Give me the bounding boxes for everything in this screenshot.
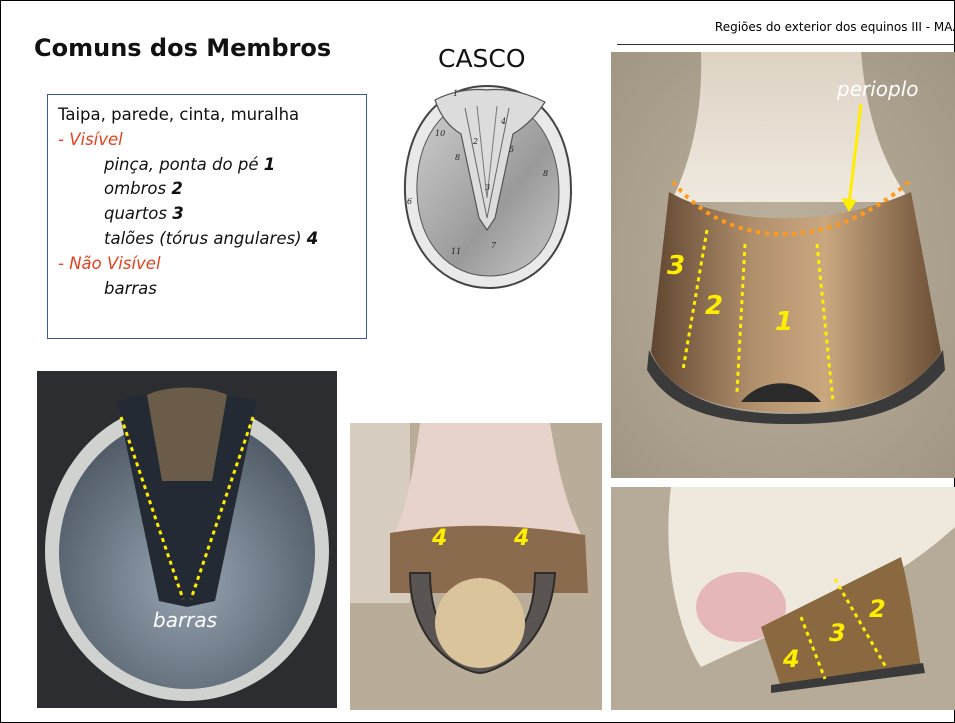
barras-label: barras [153, 608, 217, 632]
item-text: talões (tórus angulares) [104, 228, 307, 248]
item-text: quartos [104, 204, 173, 224]
casco-label: CASCO [438, 44, 526, 73]
diagram-number: 4 [500, 117, 506, 126]
hoof-lateral-photo: 4 3 2 [611, 487, 955, 710]
item-number: 4 [306, 228, 319, 248]
visible-item: talões (tórus angulares) 4 [58, 227, 358, 252]
diagram-number: 10 [435, 129, 445, 138]
diagram-number: 2 [472, 137, 478, 146]
hoof-region-number: 1 [775, 307, 793, 337]
running-title: Regiões do exterior dos equinos III - MA… [714, 20, 955, 34]
hoof-front-photo: perioplo 3 2 1 [611, 52, 955, 478]
page-title: Comuns dos Membros [34, 34, 332, 62]
hoof-sole-photo: barras [37, 371, 337, 708]
diagram-number: 11 [451, 247, 461, 256]
diagram-number: 3 [485, 183, 490, 192]
header-rule [617, 44, 955, 45]
hoof-region-number: 4 [782, 645, 800, 673]
diagram-number: 8 [455, 153, 460, 162]
box-heading: Taipa, parede, cinta, muralha [58, 105, 300, 124]
visible-item: pinça, ponta do pé 1 [58, 153, 358, 178]
hoof-region-number: 2 [705, 291, 723, 321]
hoof-heels-photo: 4 4 [350, 423, 602, 710]
item-number: 2 [171, 179, 183, 199]
hoof-region-number: 3 [667, 251, 685, 281]
diagram-number: 7 [491, 241, 497, 250]
terminology-box: Taipa, parede, cinta, muralha - Visível … [47, 94, 367, 339]
hoof-sole-diagram: 1 2 3 4 5 6 7 8 8 10 11 [395, 78, 580, 293]
visible-item: quartos 3 [58, 202, 358, 227]
item-number: 3 [172, 204, 184, 224]
item-text: ombros [104, 179, 172, 199]
hoof-region-number: 3 [829, 619, 846, 647]
perioplo-label: perioplo [836, 77, 919, 101]
diagram-number: 5 [509, 145, 514, 154]
item-number: 1 [263, 154, 276, 174]
diagram-number: 6 [407, 197, 412, 206]
not-visible-label: - Não Visível [58, 253, 161, 273]
item-text: pinça, ponta do pé [104, 154, 264, 174]
heel-number: 4 [431, 526, 447, 551]
hoof-region-number: 2 [869, 595, 886, 623]
heel-number: 4 [513, 526, 529, 551]
visible-label: - Visível [58, 129, 123, 149]
visible-item: ombros 2 [58, 177, 358, 202]
diagram-number: 1 [453, 89, 458, 98]
not-visible-item: barras [104, 278, 157, 298]
diagram-number: 8 [543, 169, 548, 178]
